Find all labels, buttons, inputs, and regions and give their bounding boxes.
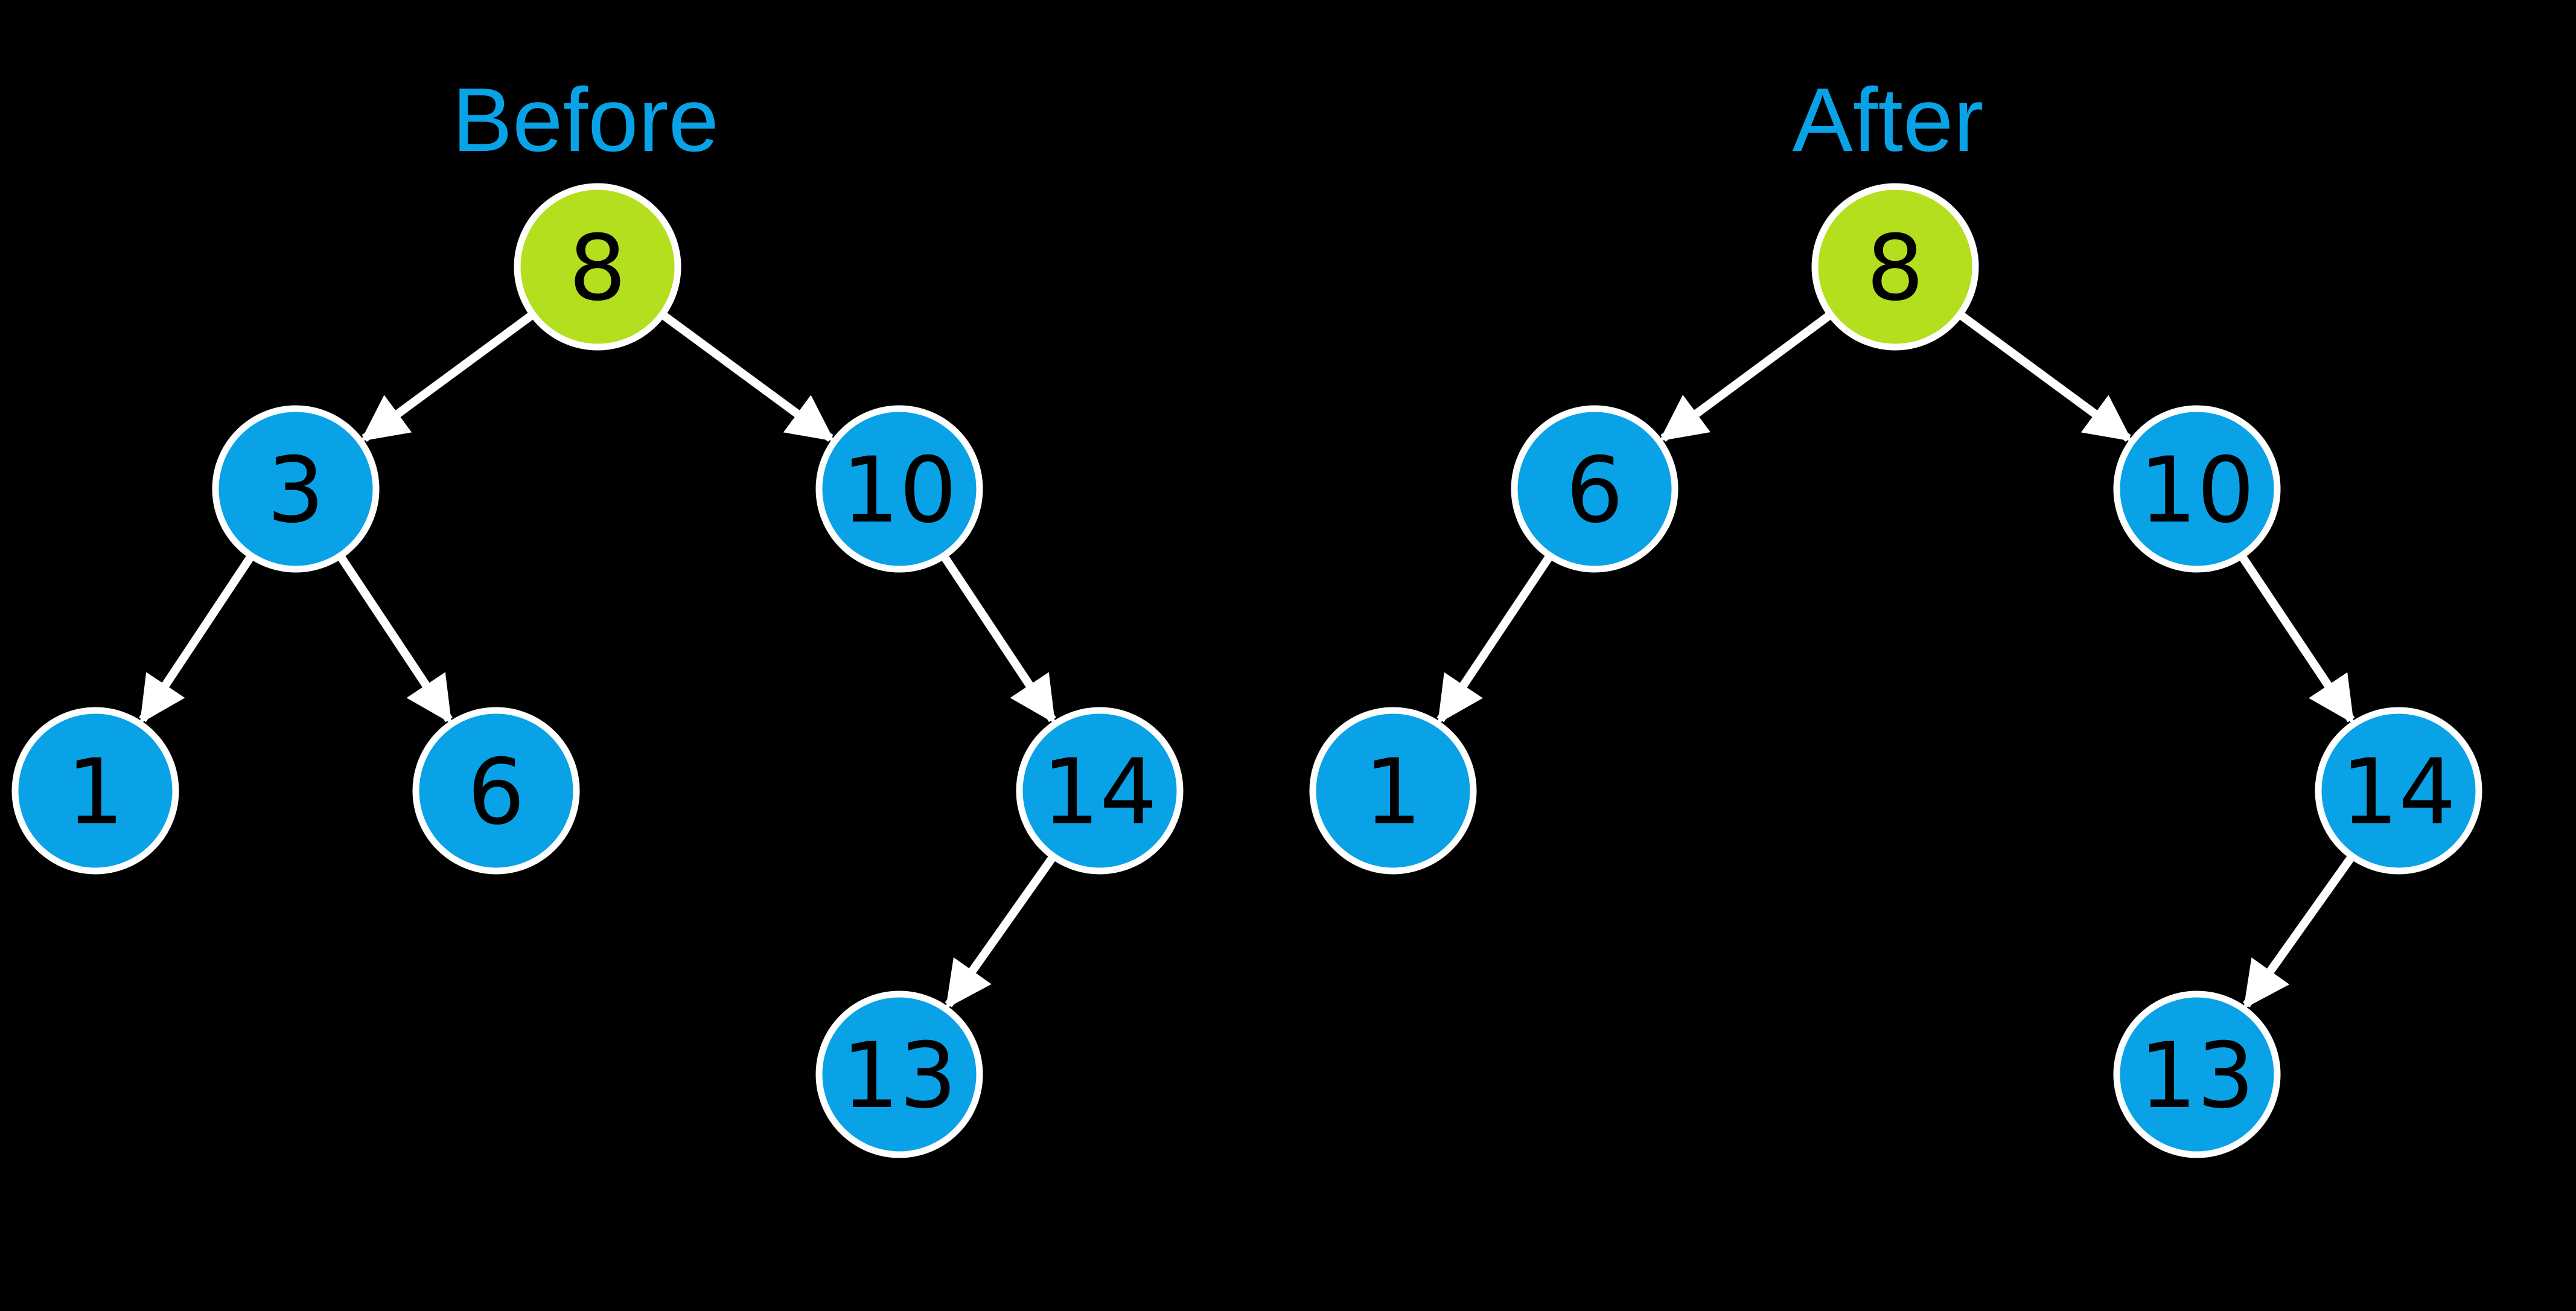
before-title: Before [452, 69, 719, 170]
node-13: 13 [2113, 990, 2281, 1158]
after-title: After [1793, 69, 1984, 170]
node-14: 14 [1016, 707, 1184, 875]
edge-3-to-1 [139, 555, 254, 724]
node-circle [1811, 183, 1979, 351]
node-label: 6 [467, 740, 524, 845]
edge-6-to-1 [1436, 555, 1552, 724]
node-circle [815, 990, 983, 1158]
node-label: 8 [1866, 216, 1924, 321]
node-label: 3 [267, 438, 324, 543]
node-circle [2315, 707, 2482, 875]
node-13: 13 [815, 990, 983, 1158]
node-label: 13 [2140, 1024, 2255, 1129]
edge-8-to-10 [662, 312, 835, 442]
node-circle [2113, 990, 2281, 1158]
node-8: 8 [514, 183, 681, 351]
node-label: 14 [1042, 740, 1158, 845]
node-label: 1 [1364, 740, 1421, 845]
edge-3-to-6 [337, 555, 453, 724]
node-label: 6 [1566, 438, 1623, 543]
node-circle [815, 405, 983, 573]
node-14: 14 [2315, 707, 2482, 875]
node-circle [1016, 707, 1184, 875]
node-label: 8 [569, 216, 626, 321]
edge-8-to-3 [360, 312, 534, 442]
node-8: 8 [1811, 183, 1979, 351]
node-label: 1 [66, 740, 124, 845]
node-circle [2113, 405, 2281, 573]
node-circle [11, 707, 179, 875]
edge-10-to-14 [941, 555, 1056, 724]
edge-8-to-6 [1659, 312, 1831, 442]
node-label: 10 [842, 438, 957, 543]
edge-10-to-14 [2239, 555, 2355, 724]
edge-14-to-13 [2242, 855, 2354, 1009]
node-circle [1309, 707, 1477, 875]
node-label: 13 [842, 1024, 957, 1129]
edge-8-to-10 [1959, 312, 2132, 442]
node-circle [1511, 405, 1679, 573]
node-3: 3 [212, 405, 380, 573]
before-panel: Before 8 3 10 1 6 14 13 [11, 69, 1184, 1158]
node-6: 6 [412, 707, 580, 875]
node-label: 10 [2140, 438, 2255, 543]
node-circle [412, 707, 580, 875]
node-6: 6 [1511, 405, 1679, 573]
node-1: 1 [11, 707, 179, 875]
edge-14-to-13 [945, 855, 1056, 1009]
node-circle [212, 405, 380, 573]
node-1: 1 [1309, 707, 1477, 875]
after-panel: After 8 6 10 1 14 13 [1309, 69, 2482, 1158]
node-10: 10 [2113, 405, 2281, 573]
node-10: 10 [815, 405, 983, 573]
node-label: 14 [2341, 740, 2456, 845]
node-circle [514, 183, 681, 351]
